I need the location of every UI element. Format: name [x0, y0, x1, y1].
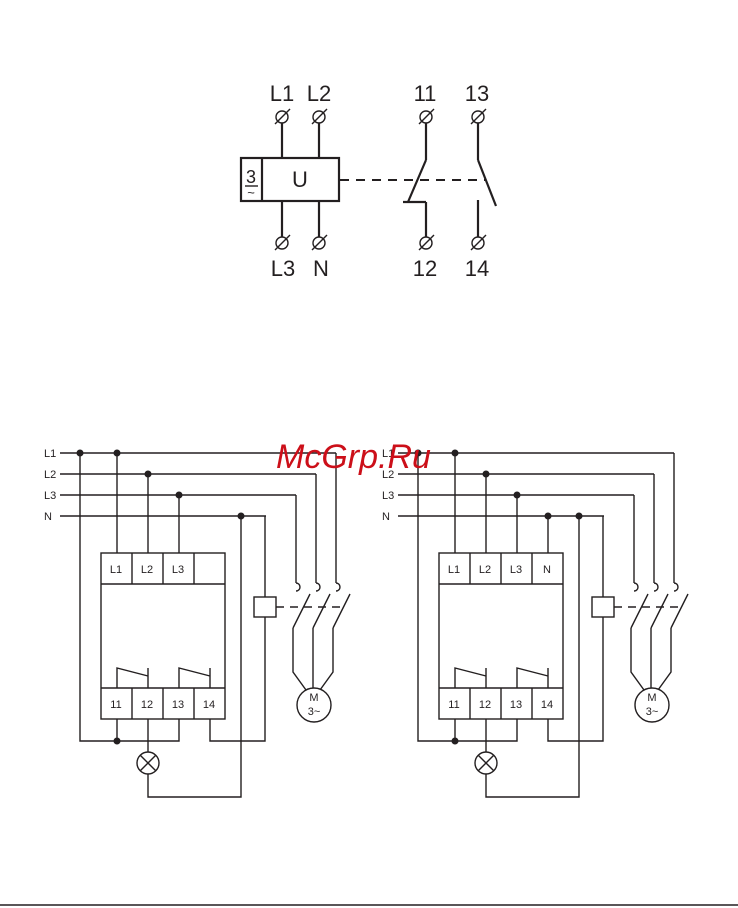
symbol-terminal-n-label: N — [313, 256, 329, 281]
left-motor-sub: 3~ — [308, 706, 321, 718]
symbol-terminal-12-label: 12 — [413, 256, 437, 281]
right-relay-top-terminal-1: L1 — [448, 564, 460, 576]
right-relay-top-terminal-2: L2 — [479, 564, 491, 576]
symbol-terminal-14-label: 14 — [465, 256, 489, 281]
symbol-phase-mark: ~ — [247, 185, 255, 200]
left-bus-label-n: N — [44, 511, 52, 523]
right-motor-label: M — [647, 692, 656, 704]
right-relay-bottom-terminal-4: 14 — [541, 699, 553, 711]
left-relay-bottom-terminal-4: 14 — [203, 699, 215, 711]
wiring-right: L1 L2 L3 N L1 L2 L3 N 11 — [382, 448, 688, 797]
symbol-terminal-circles-top — [275, 109, 486, 124]
left-relay-bottom-terminal-1: 11 — [110, 699, 121, 711]
right-relay-top-terminal-4: N — [543, 564, 551, 576]
right-bus-label-n: N — [382, 511, 390, 523]
watermark: McGrp.Ru — [276, 438, 431, 476]
left-relay-top-terminal-2: L2 — [141, 564, 153, 576]
right-relay-bottom-terminal-3: 13 — [510, 699, 522, 711]
left-motor-label: M — [309, 692, 318, 704]
symbol-terminal-l3-label: L3 — [271, 256, 295, 281]
symbol-unit-label: U — [292, 167, 308, 192]
left-contactor-coil — [254, 597, 276, 617]
right-contactor-coil — [592, 597, 614, 617]
right-motor-sub: 3~ — [646, 706, 659, 718]
symbol-contact-13-14 — [478, 160, 496, 206]
left-bus-label-l3: L3 — [44, 490, 56, 502]
symbol-phase-count: 3 — [246, 167, 256, 187]
relay-symbol: L1 L2 11 13 3 ~ U — [241, 81, 496, 281]
symbol-terminal-l2-label: L2 — [307, 81, 331, 106]
symbol-terminal-l1-label: L1 — [270, 81, 294, 106]
left-relay-bottom-terminal-3: 13 — [172, 699, 184, 711]
left-bus-label-l2: L2 — [44, 469, 56, 481]
left-relay-top-terminal-3: L3 — [172, 564, 184, 576]
right-relay-bottom-terminal-2: 12 — [479, 699, 491, 711]
wiring-left: L1 L2 L3 N L1 L2 L3 — [44, 448, 350, 797]
right-bus-label-l3: L3 — [382, 490, 394, 502]
left-relay-top-terminal-1: L1 — [110, 564, 122, 576]
symbol-terminal-circles-bottom — [275, 235, 486, 250]
symbol-terminal-13-label: 13 — [465, 81, 489, 106]
right-relay-bottom-terminal-1: 11 — [448, 699, 459, 711]
left-relay-bottom-terminal-2: 12 — [141, 699, 153, 711]
left-bus-label-l1: L1 — [44, 448, 56, 460]
symbol-terminal-11-label: 11 — [414, 81, 437, 106]
right-relay-top-terminal-3: L3 — [510, 564, 522, 576]
